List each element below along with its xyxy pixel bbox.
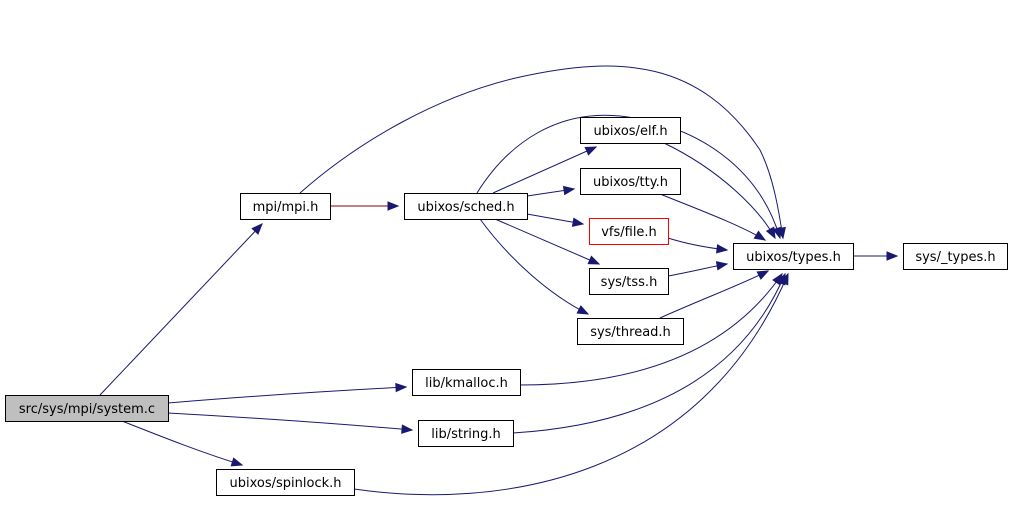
edge-system-c-to-mpi-h <box>99 223 263 396</box>
edge-tss-h-to-types-h <box>667 261 729 277</box>
node-label: ubixos/spinlock.h <box>230 476 342 491</box>
edge-mpi-h-to-sched-h <box>330 201 400 211</box>
edge-sched-h-to-tty-h <box>526 185 576 197</box>
edge-string-h-to-types-h <box>512 272 786 434</box>
edge-mpi-h-to-types-h <box>299 65 786 240</box>
edge-line <box>99 223 263 396</box>
node-box <box>216 469 355 496</box>
node-label: lib/string.h <box>431 427 501 442</box>
edge-sched-h-to-types-h <box>476 114 782 240</box>
arrowhead-icon <box>584 146 598 156</box>
node-file-h[interactable]: vfs/file.h <box>589 218 669 245</box>
arrowhead-icon <box>716 244 729 254</box>
node-system-c: src/sys/mpi/system.c <box>5 395 169 422</box>
edge-line <box>167 412 413 431</box>
edge-line <box>479 218 589 315</box>
edge-elf-h-to-types-h <box>663 142 776 240</box>
edge-line <box>663 142 776 239</box>
node-label: sys/_types.h <box>915 250 995 265</box>
edge-line <box>659 193 766 241</box>
arrowhead-icon <box>230 457 244 467</box>
node-thread-h[interactable]: sys/thread.h <box>577 318 684 345</box>
edge-line <box>512 273 786 434</box>
edge-sched-h-to-thread-h <box>479 218 590 315</box>
node-elf-h[interactable]: ubixos/elf.h <box>580 117 681 144</box>
arrowhead-icon <box>562 185 576 196</box>
edge-system-c-to-string-h <box>167 412 414 434</box>
edge-tty-h-to-types-h <box>659 193 767 241</box>
edge-line <box>121 420 243 466</box>
node-label: ubixos/sched.h <box>417 200 514 215</box>
node-box <box>733 243 854 270</box>
arrowhead-icon <box>772 226 782 240</box>
node-sched-h[interactable]: ubixos/sched.h <box>404 193 528 220</box>
arrowhead-icon <box>251 223 263 235</box>
node-types-h[interactable]: sys/_types.h <box>903 243 1008 270</box>
node-box <box>404 193 528 220</box>
edge-types-h-to--types-h <box>853 251 899 261</box>
edge-system-c-to-spinlock-h <box>121 420 244 467</box>
edge-sched-h-to-file-h <box>526 213 585 227</box>
edge-sched-h-to-tss-h <box>494 218 601 265</box>
node-mpi-h[interactable]: mpi/mpi.h <box>240 193 331 220</box>
arrowhead-icon <box>765 226 776 240</box>
edge-line <box>299 65 784 239</box>
node-box <box>240 193 331 220</box>
arrowhead-icon <box>401 424 414 434</box>
edge-line <box>167 386 407 404</box>
edge-line <box>494 218 600 265</box>
node-string-h[interactable]: lib/string.h <box>418 420 514 447</box>
node-box <box>903 243 1008 270</box>
node-spinlock-h[interactable]: ubixos/spinlock.h <box>216 469 355 496</box>
node-box <box>580 168 681 195</box>
node-label: ubixos/tty.h <box>593 175 668 190</box>
edge-line <box>659 270 769 319</box>
node-box <box>577 318 684 345</box>
arrowhead-icon <box>387 201 400 211</box>
edge-spinlock-h-to-types-h <box>353 272 789 496</box>
node-box <box>418 420 514 447</box>
arrowhead-icon <box>779 272 789 286</box>
node-box <box>580 117 681 144</box>
edge-system-c-to-kmalloc-h <box>167 382 408 404</box>
edges-layer <box>99 65 899 496</box>
node-kmalloc-h[interactable]: lib/kmalloc.h <box>412 369 521 396</box>
nodes-layer: src/sys/mpi/system.c mpi/mpi.h ubixos/sche… <box>5 117 1008 496</box>
edge-file-h-to-types-h <box>667 237 729 254</box>
node-label: vfs/file.h <box>601 225 657 240</box>
node-tty-h[interactable]: ubixos/tty.h <box>580 168 681 195</box>
node-label: ubixos/types.h <box>746 250 841 265</box>
node-types-h[interactable]: ubixos/types.h <box>733 243 854 270</box>
arrowhead-icon <box>715 261 729 271</box>
node-box <box>5 395 169 422</box>
arrowhead-icon <box>576 305 590 315</box>
node-tss-h[interactable]: sys/tss.h <box>589 268 669 295</box>
edge-line <box>519 273 783 386</box>
node-label: mpi/mpi.h <box>253 200 319 215</box>
node-box <box>589 268 669 295</box>
arrowhead-icon <box>395 382 408 393</box>
node-label: src/sys/mpi/system.c <box>19 402 155 417</box>
edge-line <box>492 146 597 194</box>
edge-thread-h-to-types-h <box>659 270 770 319</box>
arrowhead-icon <box>753 230 767 241</box>
edge-line <box>353 273 789 496</box>
arrowhead-icon <box>886 251 899 261</box>
node-label: sys/tss.h <box>601 275 658 290</box>
arrowhead-icon <box>587 255 601 265</box>
edge-sched-h-to-elf-h <box>492 146 598 194</box>
arrowhead-icon <box>756 270 770 280</box>
node-label: ubixos/elf.h <box>593 124 667 139</box>
node-box <box>412 369 521 396</box>
arrowhead-icon <box>571 217 585 227</box>
node-box <box>589 218 669 245</box>
node-label: lib/kmalloc.h <box>425 376 508 391</box>
edge-line <box>476 114 781 239</box>
node-label: sys/thread.h <box>590 325 671 340</box>
